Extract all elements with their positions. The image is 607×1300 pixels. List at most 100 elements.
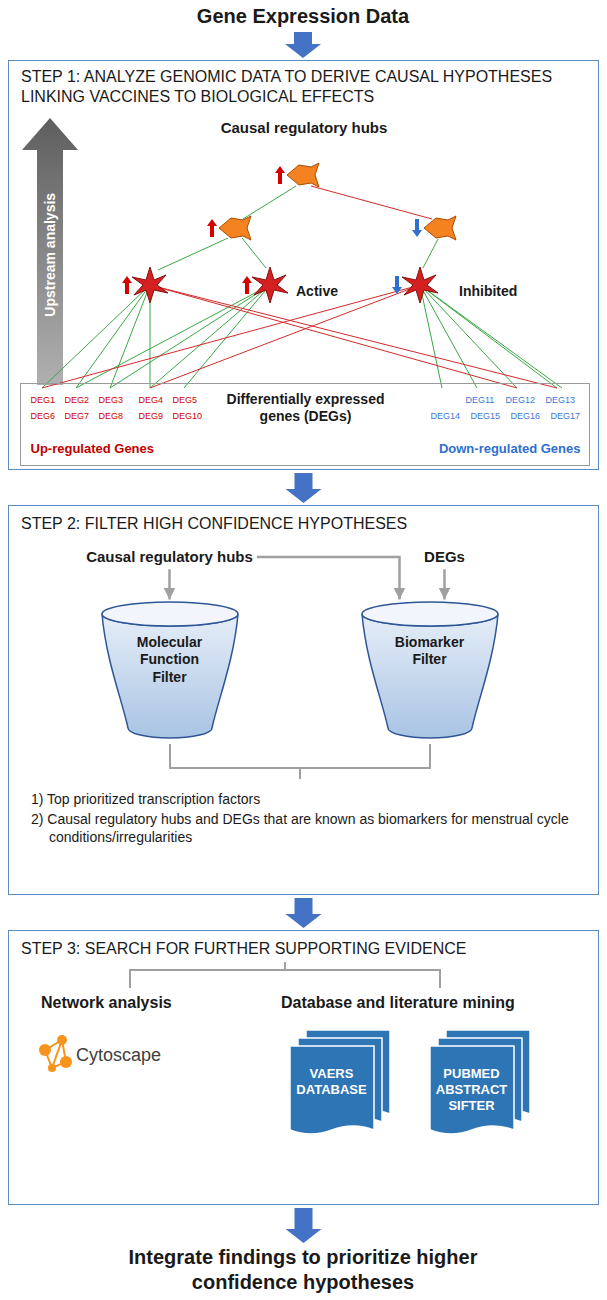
node-text: VAERS DATABASE	[294, 1066, 370, 1099]
document-stack: PUBMED ABSTRACT SIFTER	[430, 1030, 530, 1140]
step-heading: STEP 3: SEARCH FOR FURTHER SUPPORTING EV…	[21, 939, 588, 959]
regulator-icon	[132, 267, 168, 303]
deg-label: DEG9	[139, 411, 164, 422]
deg-label: DEG10	[173, 411, 203, 422]
split-bracket	[130, 962, 440, 988]
activation-line	[76, 285, 270, 388]
up-arrow	[275, 166, 285, 184]
inhibition-lines	[42, 186, 557, 388]
merge-bracket	[170, 744, 430, 779]
inhibition-line	[42, 285, 420, 388]
down-arrow	[392, 276, 402, 294]
node-text: Gene Expression Data	[197, 4, 409, 29]
logo-node	[57, 1035, 67, 1045]
deg-label: DEG11	[466, 395, 495, 406]
deg-label: DEG3	[99, 395, 124, 406]
step-panel: STEP 2: FILTER HIGH CONFIDENCE HYPOTHESE…	[8, 505, 599, 895]
method-label: Database and literature mining	[281, 993, 515, 1013]
state-label: Active	[296, 283, 338, 301]
filter-arrow	[443, 569, 446, 599]
step-heading: STEP 2: FILTER HIGH CONFIDENCE HYPOTHESE…	[21, 514, 588, 534]
logo-node	[48, 1064, 56, 1072]
result-item: 2) Causal regulatory hubs and DEGs that …	[31, 811, 576, 846]
funnel-body	[362, 614, 498, 738]
node-text: Biomarker Filter	[390, 634, 470, 669]
document-sheet	[430, 1046, 514, 1134]
funnel-rim	[102, 602, 238, 626]
up-arrow	[242, 276, 252, 294]
funnel-outline	[360, 600, 500, 740]
filter-funnel: Biomarker Filter	[360, 600, 500, 740]
filter-arrow	[168, 569, 171, 599]
inhibition-line	[150, 285, 557, 388]
hub-title: Causal regulatory hubs	[194, 119, 414, 138]
step-heading: STEP 1: ANALYZE GENOMIC DATA TO DERIVE C…	[21, 67, 588, 107]
node-text: Integrate findings to prioritize higher …	[113, 1245, 493, 1295]
flow-arrow	[285, 32, 321, 58]
text-node: Integrate findings to prioritize higher …	[113, 1245, 493, 1295]
result-item: 1) Top prioritized transcription factors	[31, 791, 576, 809]
deg-label: DEG16	[511, 411, 541, 422]
box-title: Differentially expressed genes (DEGs)	[206, 391, 406, 426]
node-text: Molecular Function Filter	[130, 634, 210, 687]
hub-icon	[424, 216, 456, 240]
regulator-icon	[402, 267, 438, 303]
logo-node	[60, 1056, 72, 1068]
up-arrow	[122, 276, 132, 294]
text-node: Gene Expression Data	[197, 4, 409, 29]
activation-lines	[42, 186, 562, 388]
state-label: Inhibited	[459, 283, 517, 301]
activation-line	[242, 238, 266, 268]
node-text: DEGs	[424, 548, 465, 567]
group-label: Up-regulated Genes	[31, 441, 155, 457]
step-panel: STEP 3: SEARCH FOR FURTHER SUPPORTING EV…	[8, 930, 599, 1205]
deg-label: DEG4	[139, 395, 164, 406]
deg-label: DEG17	[551, 411, 581, 422]
deg-label: DEG15	[471, 411, 501, 422]
document-stack: VAERS DATABASE	[290, 1030, 390, 1140]
cytoscape-logo	[39, 1035, 72, 1072]
deg-label: DEG12	[506, 395, 536, 406]
deg-label: DEG7	[65, 411, 90, 422]
deg-box: DEG1 DEG2 DEG3 DEG4 DEG5DEG6 DEG7 DEG8 DEG9 DEG1…	[20, 383, 590, 466]
deg-label: DEG5	[173, 395, 198, 406]
flow-arrow	[286, 473, 322, 503]
inhibition-line	[311, 186, 432, 219]
deg-label: DEG14	[431, 411, 461, 422]
node-text: Causal regulatory hubs	[86, 548, 253, 567]
deg-label: DEG2	[65, 395, 90, 406]
activation-line	[243, 186, 296, 219]
text-node: DEGs	[424, 548, 465, 567]
deg-label: DEG1	[31, 395, 56, 406]
text-node: Causal regulatory hubs	[86, 548, 253, 567]
flow-arrow	[286, 1208, 322, 1243]
group-label: Down-regulated Genes	[391, 441, 581, 457]
hub-icon	[219, 216, 251, 240]
activation-line	[420, 285, 562, 388]
logo-text: Cytoscape	[76, 1044, 161, 1067]
activation-line	[158, 238, 228, 270]
filter-funnel: Molecular Function Filter	[100, 600, 240, 740]
deg-label: DEG8	[99, 411, 124, 422]
activation-line	[423, 239, 438, 268]
deg-label: DEG13	[546, 395, 576, 406]
deg-label: DEG6	[31, 411, 56, 422]
funnel-rim	[362, 602, 498, 626]
method-label: Network analysis	[41, 993, 172, 1013]
down-arrow	[412, 219, 422, 237]
funnel-body	[102, 614, 238, 738]
upstream-arrow	[22, 118, 78, 385]
document-sheet	[290, 1046, 374, 1134]
node-text: PUBMED ABSTRACT SIFTER	[434, 1066, 510, 1115]
filter-arrow	[257, 557, 400, 600]
regulator-icon	[252, 267, 288, 303]
logo-node	[39, 1044, 51, 1056]
up-arrows	[122, 166, 285, 294]
down-arrows	[392, 219, 422, 294]
arrow-label: Upstream analysis	[42, 135, 60, 375]
step-panel: STEP 1: ANALYZE GENOMIC DATA TO DERIVE C…	[8, 60, 599, 470]
up-arrow	[207, 219, 217, 237]
hub-icon	[287, 163, 319, 187]
flow-arrow	[286, 898, 322, 928]
